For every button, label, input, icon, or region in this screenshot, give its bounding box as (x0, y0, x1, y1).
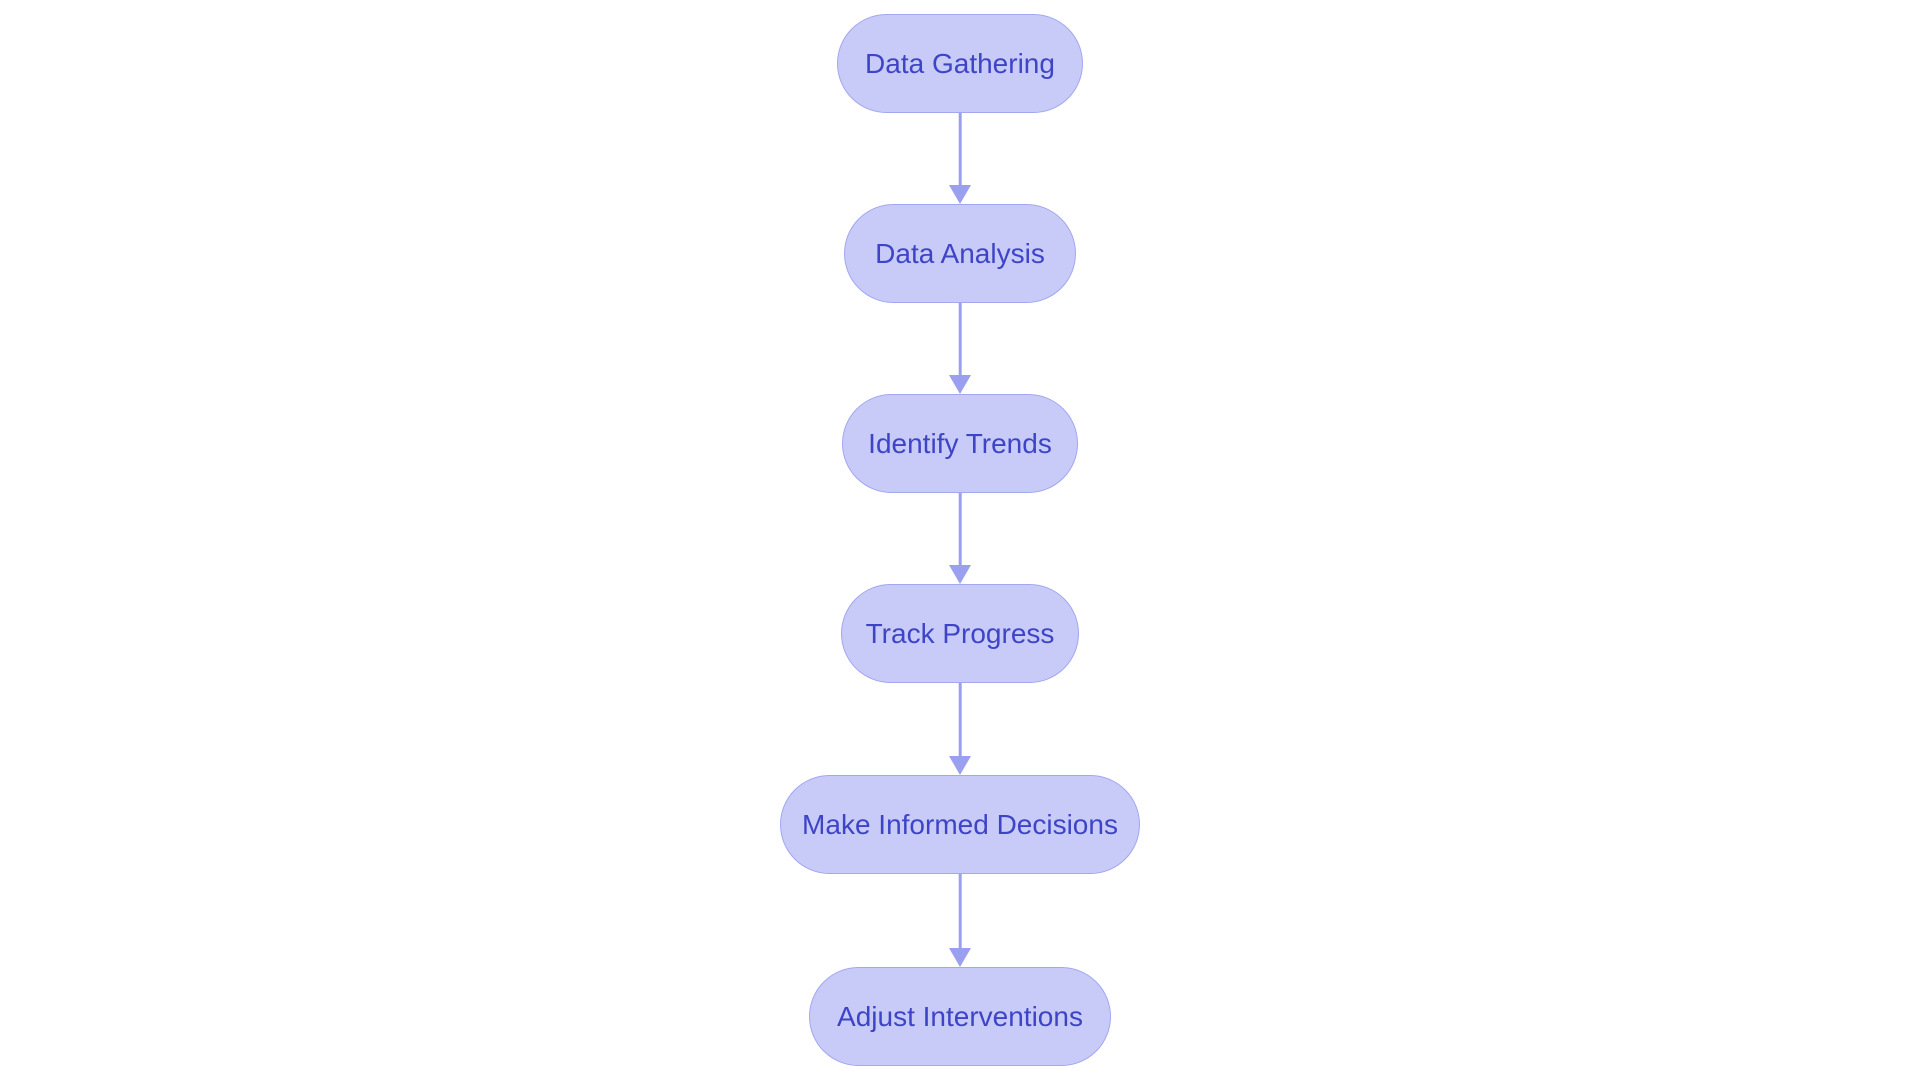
connector-line (958, 493, 962, 568)
flow-node-label: Make Informed Decisions (802, 808, 1118, 840)
flow-connector-5 (948, 874, 972, 967)
flow-connector-2 (948, 303, 972, 394)
connector-line (958, 113, 962, 188)
connector-line (958, 303, 962, 378)
flow-node-track-progress: Track Progress (841, 584, 1079, 683)
flow-node-adjust-interventions: Adjust Interventions (809, 967, 1111, 1066)
flow-node-data-gathering: Data Gathering (837, 14, 1083, 113)
flow-connector-4 (948, 683, 972, 775)
flow-connector-3 (948, 493, 972, 584)
arrowhead-down-icon (949, 756, 971, 775)
arrowhead-down-icon (949, 948, 971, 967)
arrowhead-down-icon (949, 185, 971, 204)
arrowhead-down-icon (949, 565, 971, 584)
flow-node-identify-trends: Identify Trends (842, 394, 1078, 493)
connector-line (958, 683, 962, 759)
flow-node-make-informed-decisions: Make Informed Decisions (780, 775, 1140, 874)
flow-node-label: Identify Trends (868, 427, 1052, 459)
flow-node-label: Data Gathering (865, 47, 1055, 79)
flow-node-label: Adjust Interventions (837, 1000, 1083, 1032)
flow-node-label: Track Progress (865, 617, 1055, 649)
arrowhead-down-icon (949, 375, 971, 394)
flow-connector-1 (948, 113, 972, 204)
flow-node-data-analysis: Data Analysis (844, 204, 1076, 303)
connector-line (958, 874, 962, 951)
flow-node-label: Data Analysis (875, 237, 1045, 269)
